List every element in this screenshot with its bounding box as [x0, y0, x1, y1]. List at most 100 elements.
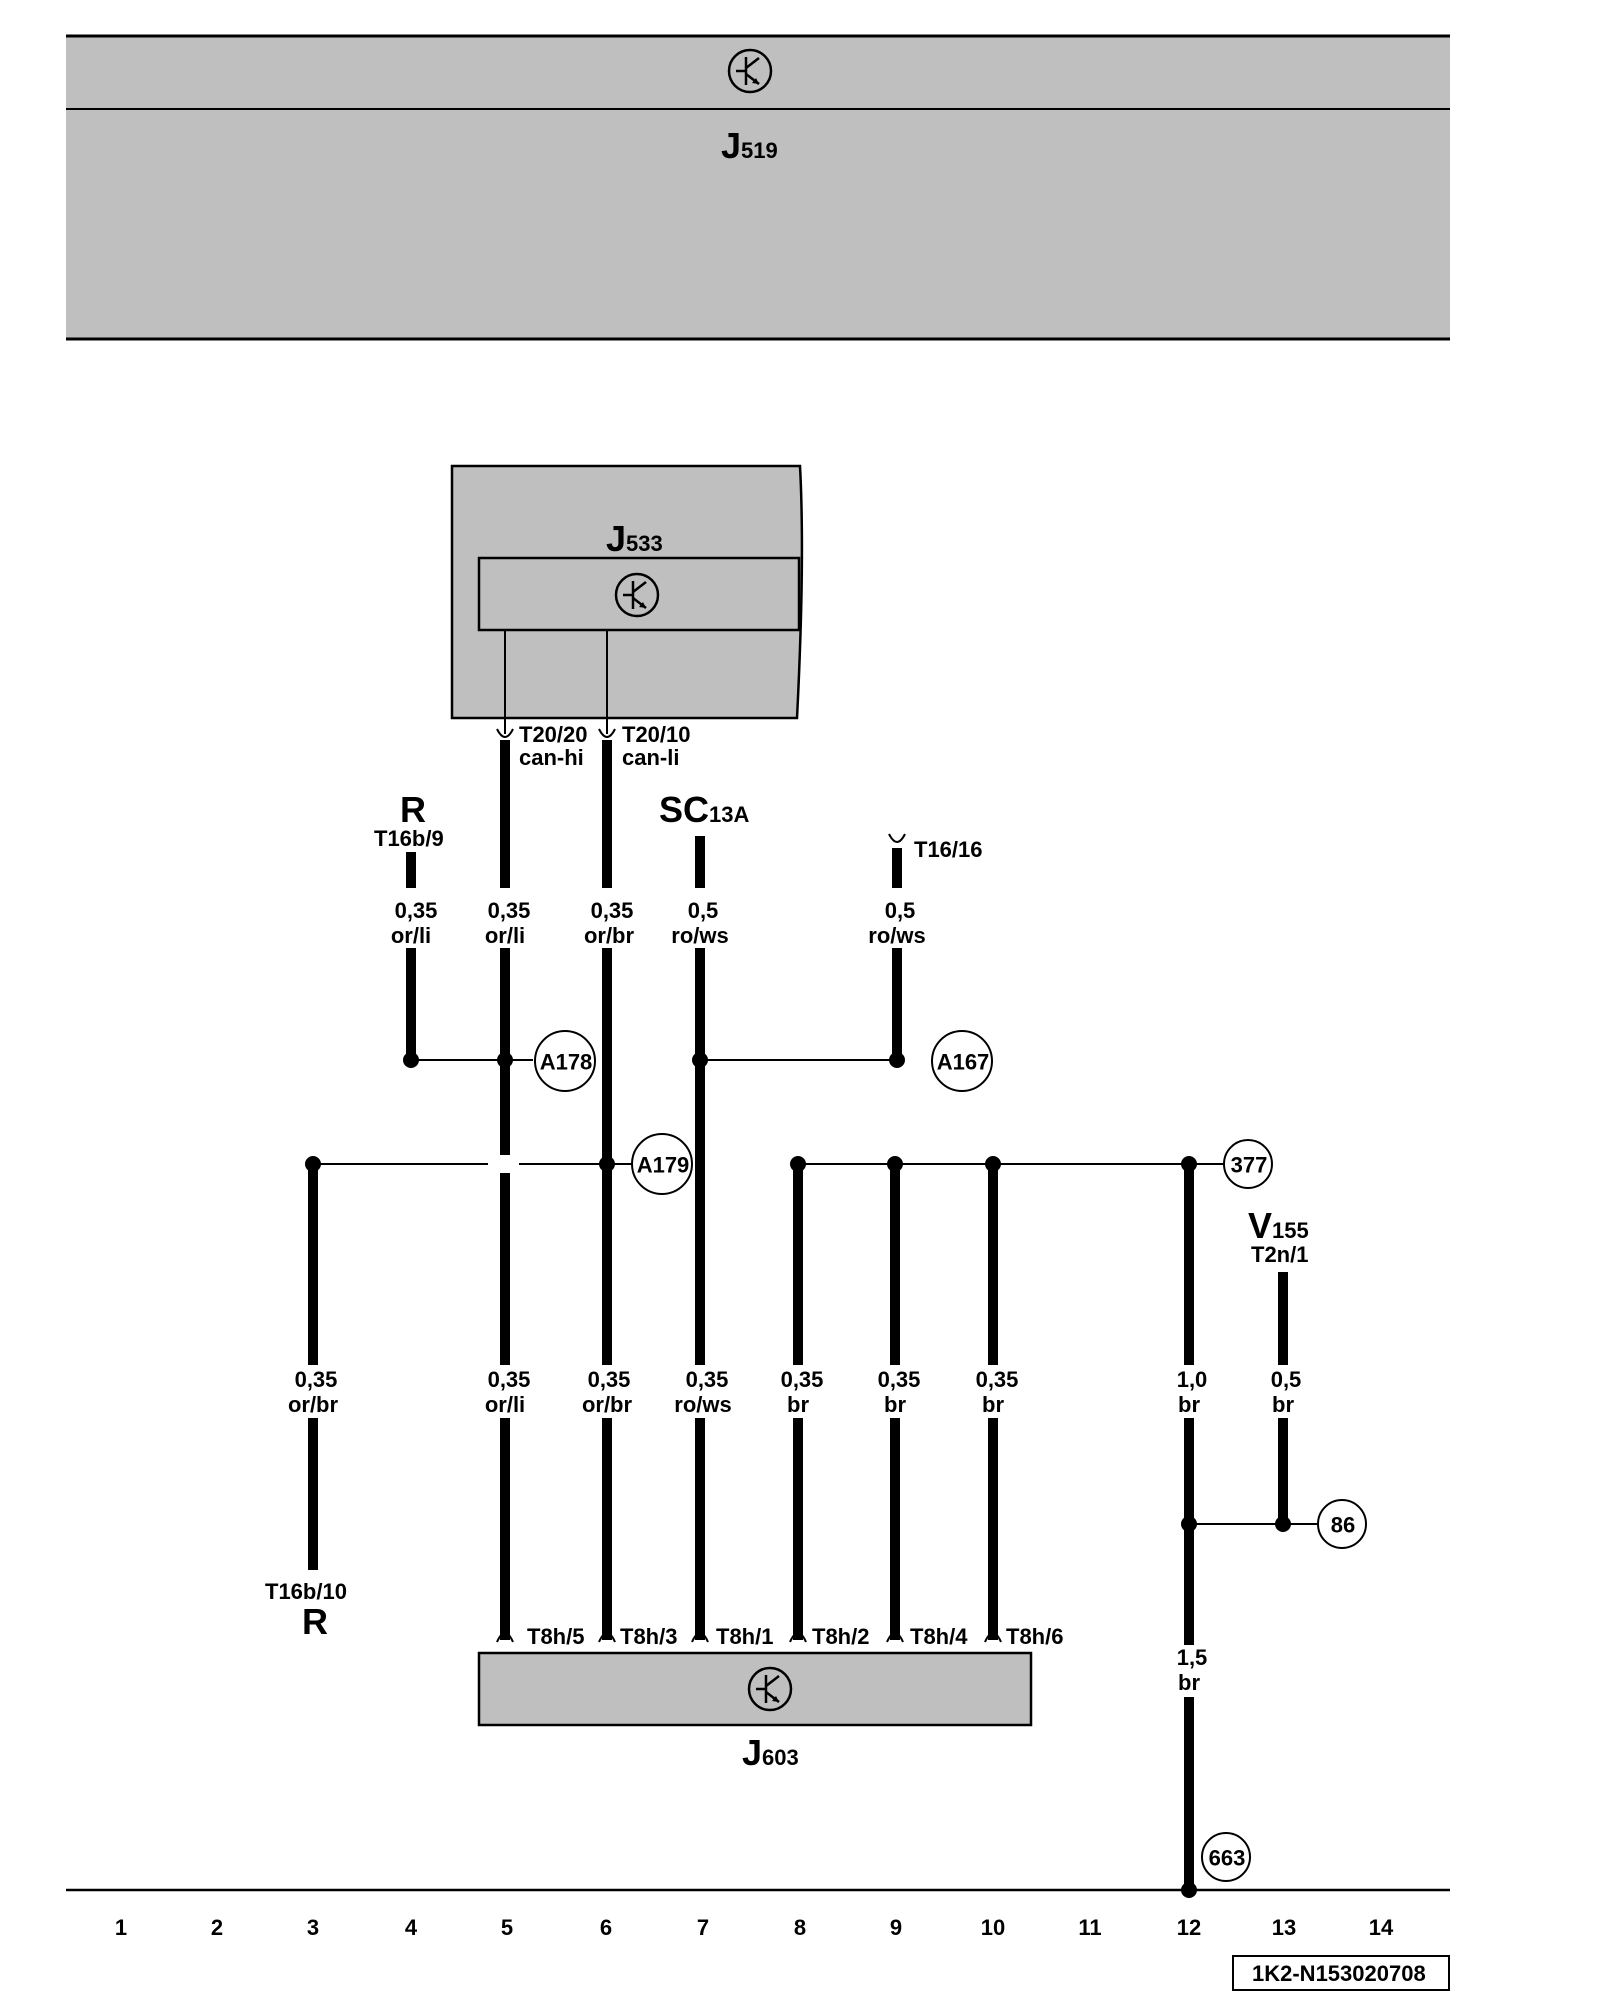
- connector-v155-sub: 155: [1272, 1218, 1309, 1243]
- connector-t16-16: T16/16: [914, 837, 983, 862]
- column-number: 3: [307, 1915, 319, 1940]
- j603-pin: T8h/2: [812, 1624, 869, 1649]
- column-number: 14: [1369, 1915, 1394, 1940]
- junction-lines: [313, 1059, 1317, 1525]
- wires: [308, 740, 1288, 1890]
- svg-text:A178: A178: [540, 1050, 593, 1075]
- connector-r-top: R: [400, 789, 426, 830]
- junction-dots: [305, 1052, 1291, 1898]
- svg-text:663: 663: [1209, 1846, 1246, 1871]
- wire-color: br: [787, 1392, 809, 1417]
- wire-size: 1,5: [1177, 1645, 1208, 1670]
- column-number: 7: [697, 1915, 709, 1940]
- wire-size: 0,35: [976, 1367, 1019, 1392]
- svg-text:A167: A167: [937, 1050, 990, 1075]
- wire-color: or/li: [391, 923, 431, 948]
- column-number: 11: [1078, 1915, 1101, 1940]
- j519-label: J: [721, 125, 741, 166]
- node-377: 377: [1223, 1139, 1273, 1189]
- control-unit-icon: [747, 1666, 793, 1712]
- j533-pin-2: T20/10: [622, 722, 691, 747]
- svg-text:J533: J533: [606, 518, 663, 559]
- wire-labels-bottom: 0,35 or/br 0,35 or/li 0,35 or/br 0,35 ro…: [288, 1367, 1301, 1695]
- wire-size: 0,5: [1271, 1367, 1302, 1392]
- wire-color: br: [1178, 1392, 1200, 1417]
- node-a178: A178: [534, 1030, 596, 1092]
- wire-size: 0,35: [878, 1367, 921, 1392]
- j533-signal-2: can-li: [622, 745, 679, 770]
- wire-size: 0,35: [588, 1367, 631, 1392]
- j533-sub-label: 533: [626, 531, 663, 556]
- j533-signal-1: can-hi: [519, 745, 584, 770]
- wire-color: ro/ws: [674, 1392, 731, 1417]
- column-number: 4: [405, 1915, 418, 1940]
- reference-code: 1K2-N153020708: [1252, 1961, 1426, 1986]
- column-number: 8: [794, 1915, 806, 1940]
- svg-text:J603: J603: [742, 1732, 799, 1773]
- column-number: 5: [501, 1915, 513, 1940]
- wire-size: 0,35: [488, 1367, 531, 1392]
- j603-control-unit: J603: [477, 1651, 1033, 1773]
- column-number: 10: [981, 1915, 1005, 1940]
- wire-color: ro/ws: [868, 923, 925, 948]
- connector-sc-sub: 13A: [709, 802, 749, 827]
- control-unit-icon: [727, 48, 773, 94]
- connector-r-bottom-pin: T16b/10: [265, 1579, 347, 1604]
- wire-size: 0,5: [885, 898, 916, 923]
- wire-color: br: [1178, 1670, 1200, 1695]
- wire-size: 0,35: [488, 898, 531, 923]
- j533-label: J: [606, 518, 626, 559]
- connector-v155: V: [1248, 1205, 1272, 1246]
- column-number: 6: [600, 1915, 612, 1940]
- j603-pin: T8h/5: [527, 1624, 584, 1649]
- j519-control-unit: J519: [66, 34, 1450, 341]
- wire-color: br: [1272, 1392, 1294, 1417]
- wire-color: br: [982, 1392, 1004, 1417]
- column-number: 2: [211, 1915, 223, 1940]
- wire-size: 0,5: [688, 898, 719, 923]
- j603-pin-labels: T8h/5 T8h/3 T8h/1 T8h/2 T8h/4 T8h/6: [527, 1624, 1063, 1649]
- column-number: 1: [115, 1915, 127, 1940]
- wire-size: 0,35: [395, 898, 438, 923]
- j533-pin-1: T20/20: [519, 722, 588, 747]
- wire-color: br: [884, 1392, 906, 1417]
- node-a167: A167: [931, 1030, 993, 1092]
- node-a179: A179: [631, 1133, 693, 1195]
- svg-text:J519: J519: [721, 125, 778, 166]
- wire-labels-top: 0,35 or/li 0,35 or/li 0,35 or/br 0,5 ro/…: [391, 898, 926, 948]
- svg-text:A179: A179: [637, 1153, 690, 1178]
- j603-sub-label: 603: [762, 1745, 799, 1770]
- j603-pin: T8h/1: [716, 1624, 773, 1649]
- wire-size: 0,35: [686, 1367, 729, 1392]
- svg-text:SC13A: SC13A: [659, 789, 749, 830]
- j519-sub-label: 519: [741, 138, 778, 163]
- wire-color: or/br: [584, 923, 635, 948]
- j603-label: J: [742, 1732, 762, 1773]
- svg-text:377: 377: [1231, 1153, 1268, 1178]
- j603-pin: T8h/6: [1006, 1624, 1063, 1649]
- svg-text:86: 86: [1331, 1513, 1355, 1538]
- wire-size: 0,35: [591, 898, 634, 923]
- j603-pin: T8h/4: [910, 1624, 968, 1649]
- connector-v155-pin: T2n/1: [1251, 1242, 1308, 1267]
- wire-color: or/br: [288, 1392, 339, 1417]
- connector-r-top-pin: T16b/9: [374, 826, 444, 851]
- connector-r-bottom: R: [302, 1601, 328, 1642]
- connector-sc: SC: [659, 789, 709, 830]
- j533-control-unit: J533: [450, 464, 804, 734]
- node-86: 86: [1317, 1499, 1367, 1549]
- wire-color: ro/ws: [671, 923, 728, 948]
- control-unit-icon: [614, 572, 660, 618]
- wire-color: or/br: [582, 1392, 633, 1417]
- connector-symbols: [496, 728, 1002, 1643]
- wire-size: 1,0: [1177, 1367, 1208, 1392]
- wire-size: 0,35: [295, 1367, 338, 1392]
- wire-color: or/li: [485, 923, 525, 948]
- column-number: 13: [1272, 1915, 1296, 1940]
- j603-pin: T8h/3: [620, 1624, 677, 1649]
- reference-nodes: A178 A167 A179 377 86 663: [534, 1030, 1367, 1882]
- column-number: 12: [1177, 1915, 1201, 1940]
- column-number: 9: [890, 1915, 902, 1940]
- node-663: 663: [1201, 1832, 1251, 1882]
